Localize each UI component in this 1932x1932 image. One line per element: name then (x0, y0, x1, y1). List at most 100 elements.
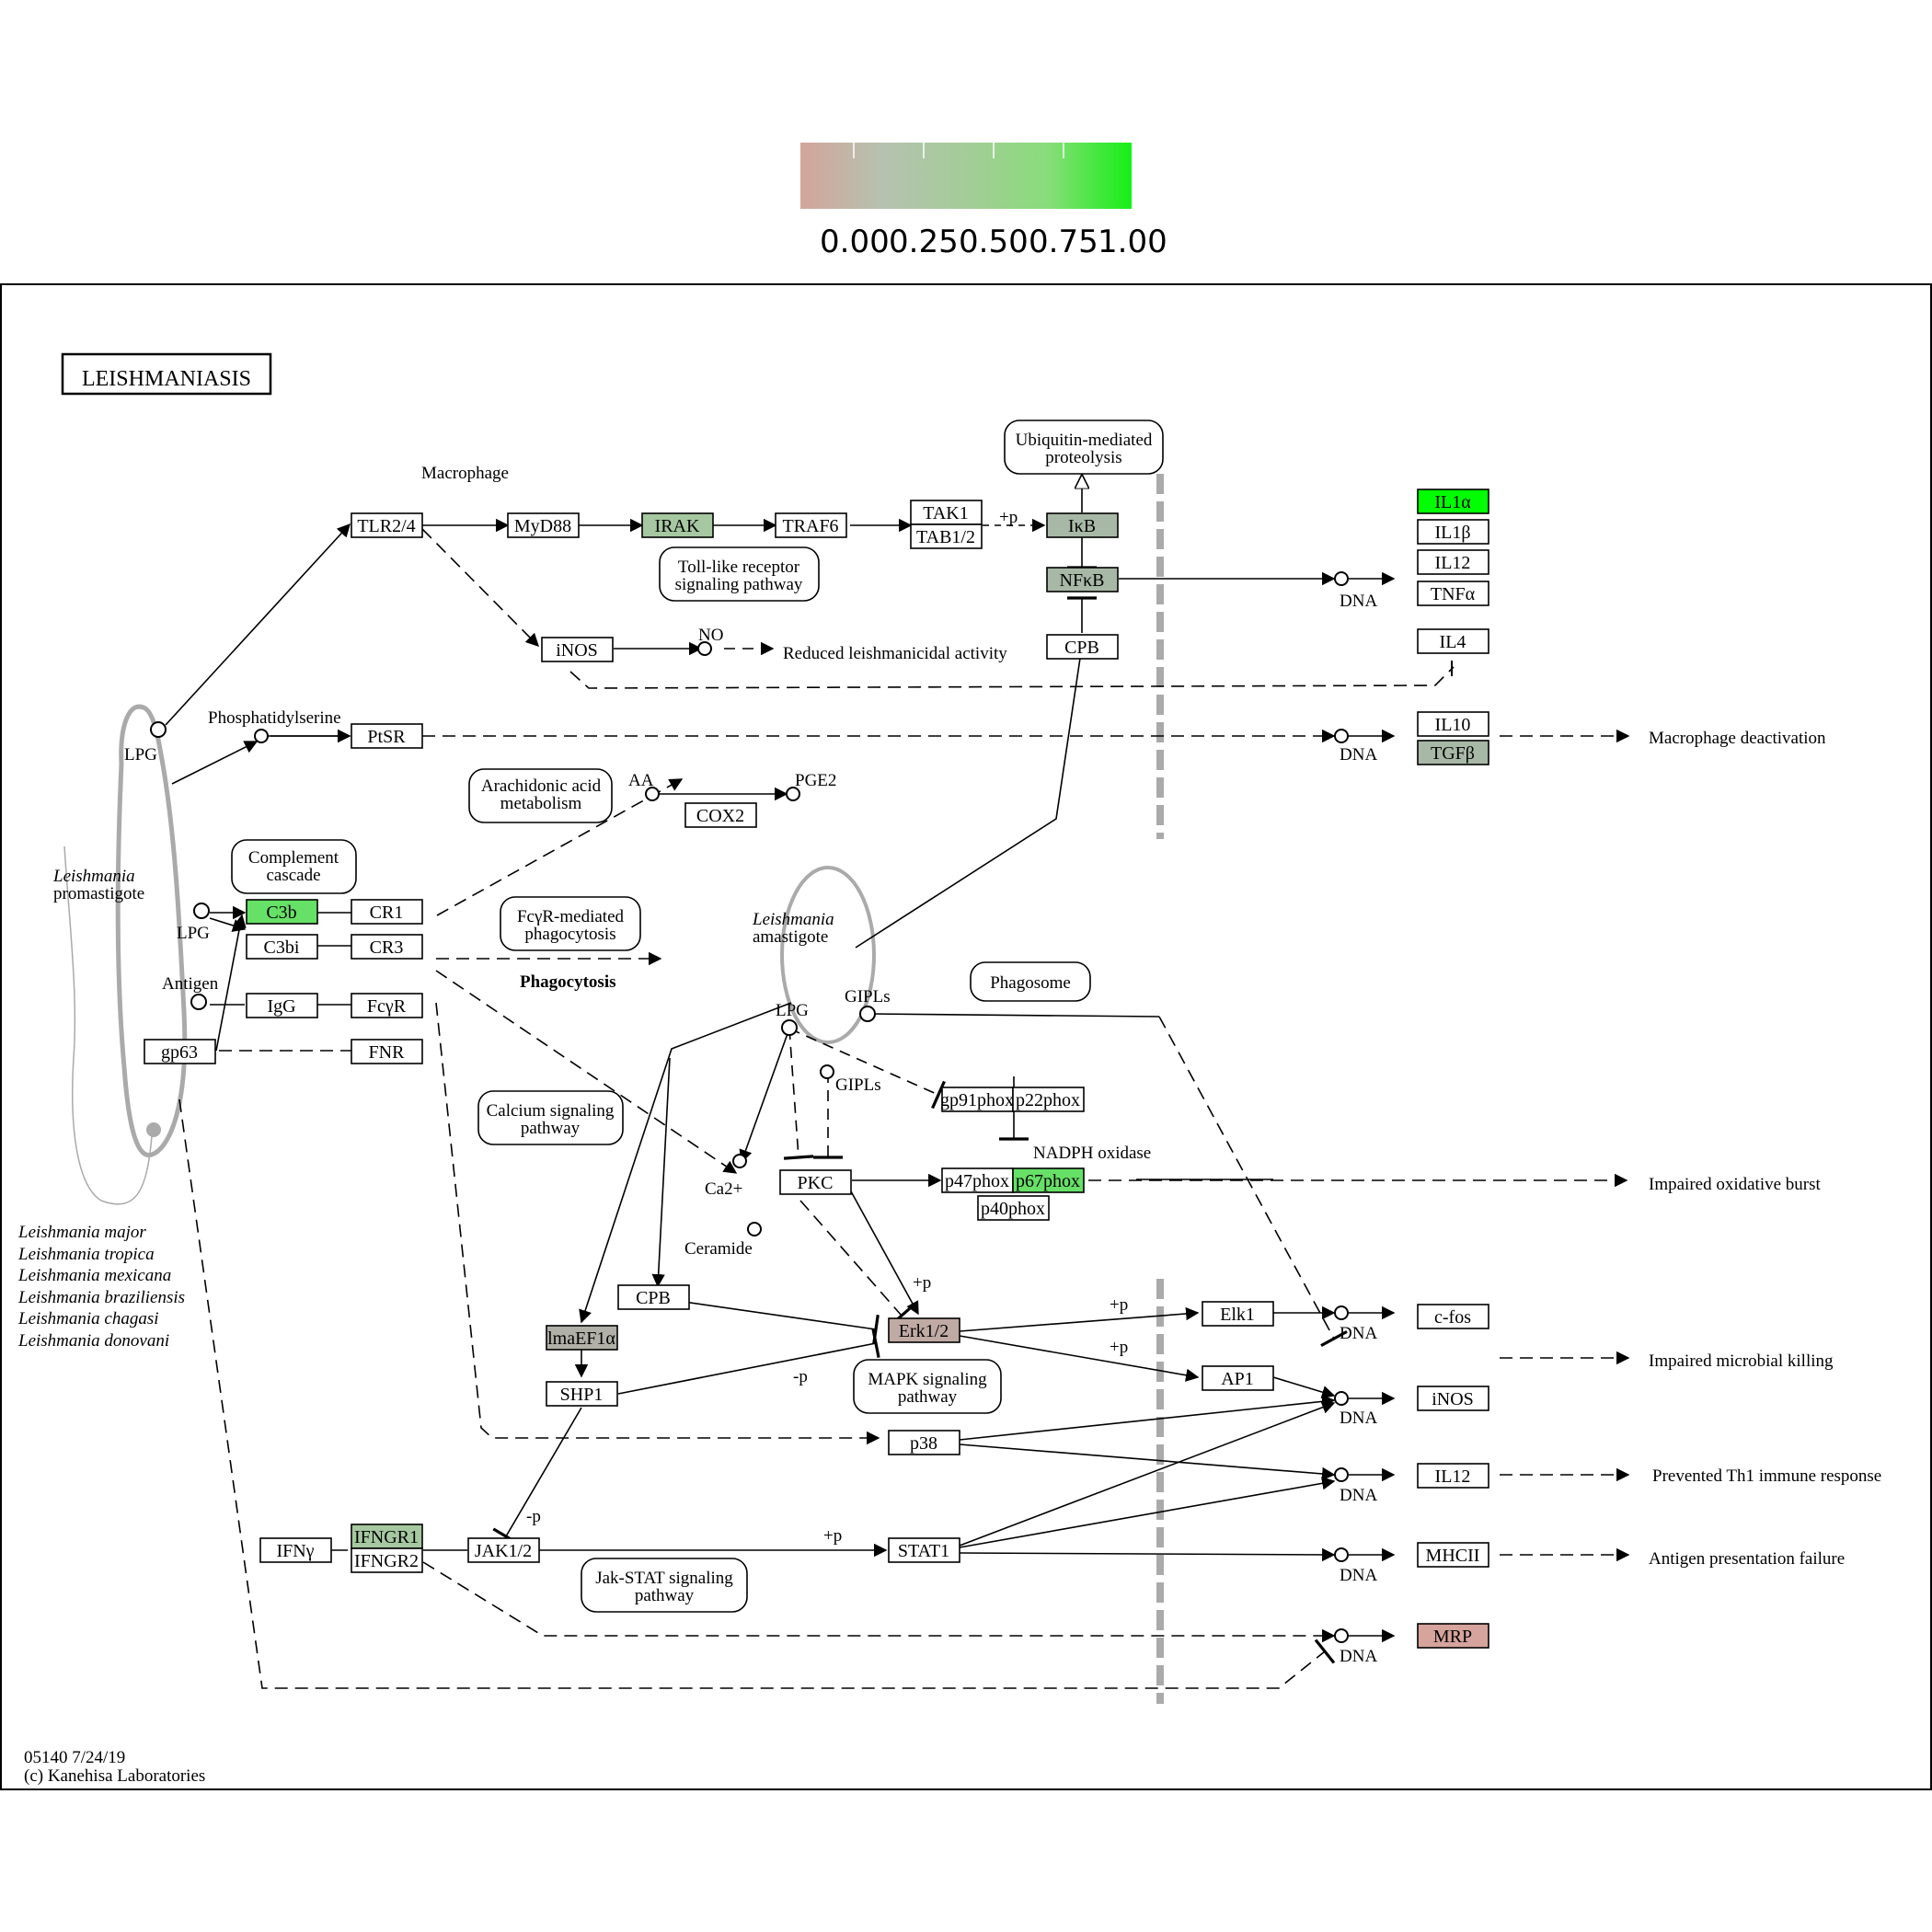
node-box-mrp[interactable] (1417, 1623, 1489, 1649)
pathway-phagosome[interactable]: Phagosome (990, 973, 1071, 993)
pathway-mapk-1[interactable]: MAPK signaling (868, 1370, 987, 1389)
label-gipls-2: GIPLs (835, 1075, 881, 1095)
node-box-cox2[interactable] (684, 802, 757, 828)
node-c3b: C3b (266, 903, 296, 923)
node-box-il1a[interactable] (1417, 489, 1489, 514)
node-box-mhcii[interactable] (1417, 1542, 1489, 1568)
compound-circles (150, 571, 1349, 1643)
node-box-il1b[interactable] (1417, 519, 1489, 545)
node-box-ptsr[interactable] (351, 723, 423, 749)
node-box-pkc[interactable] (779, 1169, 852, 1195)
node-irak: IRAK (655, 516, 700, 536)
label-species-5: Leishmania chagasi (17, 1309, 159, 1328)
pathway-calcium-2[interactable]: pathway (521, 1119, 581, 1138)
node-box-traf6[interactable] (775, 512, 847, 538)
node-box-cr1[interactable] (351, 899, 423, 925)
node-box-tlr24[interactable] (351, 512, 423, 538)
node-stat1: STAT1 (898, 1541, 949, 1561)
node-box-ifngr1[interactable] (351, 1524, 423, 1549)
pathway-arachidonic-1[interactable]: Arachidonic acid (481, 776, 602, 796)
node-box-tgfb[interactable] (1417, 740, 1489, 765)
node-box-gp63[interactable] (144, 1039, 216, 1064)
node-box-fcyr[interactable] (351, 993, 423, 1018)
node-box-gp91phox[interactable] (941, 1087, 1014, 1112)
node-box-inos-right[interactable] (1417, 1386, 1489, 1411)
node-box-ifny[interactable] (259, 1537, 332, 1563)
label-dna-7: DNA (1340, 1647, 1377, 1666)
node-il10: IL10 (1435, 715, 1471, 735)
pathway-jakstat-2[interactable]: pathway (635, 1586, 695, 1605)
node-box-stat1[interactable] (888, 1537, 960, 1563)
pathway-tlr-2[interactable]: signaling pathway (675, 575, 803, 594)
node-box-lmaef1a[interactable] (546, 1325, 618, 1351)
node-box-myd88[interactable] (507, 512, 580, 538)
label-phosphatidylserine: Phosphatidylserine (208, 708, 341, 728)
node-il12-top: IL12 (1435, 553, 1471, 573)
node-box-shp1[interactable] (546, 1381, 618, 1407)
node-fnr: FNR (369, 1042, 406, 1063)
node-box-cr3[interactable] (351, 934, 423, 960)
node-cpb-top: CPB (1064, 638, 1099, 658)
node-box-p40phox[interactable] (977, 1195, 1050, 1221)
node-p67phox: p67phox (1016, 1171, 1080, 1191)
node-box-il10[interactable] (1417, 711, 1489, 737)
node-box-inos-left[interactable] (541, 637, 614, 662)
node-inos-right: iNOS (1432, 1389, 1474, 1409)
color-legend: 0.00 0.25 0.50 0.75 1.00 (800, 143, 1167, 260)
node-box-cpb-mid[interactable] (617, 1284, 690, 1310)
node-box-tab12[interactable] (910, 523, 983, 549)
label-ca: Ca2+ (705, 1179, 742, 1199)
node-box-p67phox[interactable] (1012, 1167, 1085, 1193)
pathway-fcgr-2[interactable]: phagocytosis (524, 925, 615, 944)
node-box-il12-right[interactable] (1417, 1463, 1489, 1489)
pathway-arachidonic-2[interactable]: metabolism (500, 794, 582, 813)
pathway-fcgr-1[interactable]: FcγR-mediated (517, 907, 625, 926)
node-il12-right: IL12 (1435, 1466, 1471, 1487)
node-box-erk12[interactable] (888, 1317, 960, 1343)
pathway-boxes (231, 420, 1164, 1613)
node-box-ifngr2[interactable] (351, 1547, 423, 1573)
label-phagocytosis: Phagocytosis (520, 972, 616, 992)
pathway-mapk-2[interactable]: pathway (898, 1387, 958, 1407)
node-box-cpb-top[interactable] (1046, 634, 1119, 660)
node-p40phox: p40phox (981, 1199, 1045, 1219)
node-box-c3bi[interactable] (246, 934, 318, 960)
pathway-tlr-1[interactable]: Toll-like receptor (678, 558, 800, 577)
node-box-ikb[interactable] (1046, 512, 1119, 538)
node-cr3: CR3 (370, 937, 404, 958)
node-box-p22phox[interactable] (1012, 1087, 1085, 1112)
node-box-irak[interactable] (641, 512, 714, 538)
free-labels: Macrophage NO Reduced leishmanicidal act… (17, 464, 1881, 1786)
label-dna-3: DNA (1340, 1324, 1377, 1343)
pathway-calcium-1[interactable]: Calcium signaling (487, 1101, 615, 1121)
node-box-il12-top[interactable] (1417, 549, 1489, 575)
node-box-ap1[interactable] (1202, 1365, 1274, 1391)
pathway-labels: Ubiquitin-mediated proteolysis Toll-like… (248, 431, 1153, 1605)
node-box-fnr[interactable] (351, 1039, 423, 1064)
node-box-cfos[interactable] (1417, 1304, 1489, 1329)
node-box-il4[interactable] (1417, 628, 1489, 654)
node-nfkb: NFκB (1060, 570, 1105, 591)
label-macrophage-deactivation: Macrophage deactivation (1649, 729, 1826, 748)
node-box-igg[interactable] (246, 993, 318, 1018)
pathway-jakstat-1[interactable]: Jak-STAT signaling (595, 1569, 733, 1588)
label-species-3: Leishmania mexicana (17, 1266, 171, 1285)
node-mhcii: MHCII (1426, 1546, 1480, 1566)
node-box-p38[interactable] (888, 1430, 960, 1455)
node-box-tnfa[interactable] (1417, 581, 1489, 606)
pathway-complement-2[interactable]: cascade (266, 866, 320, 885)
node-box-nfkb[interactable] (1046, 567, 1119, 592)
node-traf6: TRAF6 (782, 516, 838, 536)
node-box-c3b[interactable] (246, 899, 318, 925)
node-lmaef1a: lmaEF1α (547, 1328, 615, 1349)
node-tnfa: TNFα (1431, 584, 1476, 604)
pathway-ubiquitin-1[interactable]: Ubiquitin-mediated (1016, 431, 1153, 450)
node-box-tak1[interactable] (910, 500, 983, 525)
node-p38: p38 (910, 1433, 937, 1454)
node-box-elk1[interactable] (1202, 1301, 1274, 1327)
pathway-ubiquitin-2[interactable]: proteolysis (1045, 448, 1121, 467)
node-ifngr2: IFNGR2 (354, 1551, 419, 1571)
node-box-jak12[interactable] (467, 1537, 540, 1563)
pathway-complement-1[interactable]: Complement (248, 848, 339, 868)
